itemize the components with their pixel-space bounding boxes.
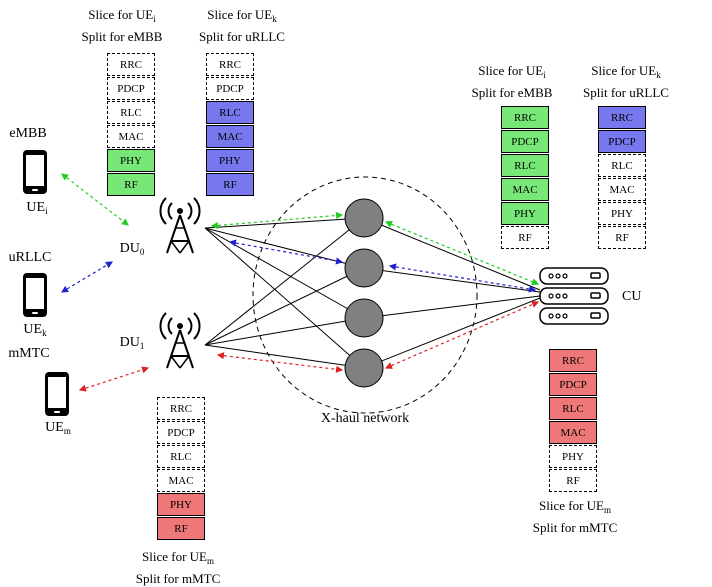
network-node-2	[344, 248, 384, 288]
du-node-links	[204, 217, 365, 369]
layer-rf: RF	[501, 226, 549, 249]
layer-rlc: RLC	[107, 101, 155, 124]
caption-du-urllc: Slice for UEk Split for uRLLC	[199, 7, 285, 44]
layer-mac: MAC	[206, 125, 254, 148]
layer-rf: RF	[598, 226, 646, 249]
caption-du-mmtc: Slice for UEm Split for mMTC	[135, 549, 221, 586]
layer-rrc: RRC	[206, 53, 254, 76]
du0-label: DU0	[119, 241, 145, 257]
ue-m-label: UEm	[45, 420, 71, 436]
caption-cu-mmtc: Slice for UEm Split for mMTC	[532, 498, 618, 535]
layer-rlc: RLC	[206, 101, 254, 124]
antenna-tower-icon	[159, 312, 201, 369]
layer-rf: RF	[549, 469, 597, 492]
layer-rrc: RRC	[549, 349, 597, 372]
layer-pdcp: PDCP	[107, 77, 155, 100]
layer-mac: MAC	[501, 178, 549, 201]
cu-label: CU	[622, 289, 642, 304]
caption-cu-urllc: Slice for UEk Split for uRLLC	[583, 63, 669, 100]
layer-rf: RF	[206, 173, 254, 196]
antenna-tower-icon	[159, 197, 201, 254]
xhaul-network-boundary	[252, 176, 478, 414]
layer-pdcp: PDCP	[206, 77, 254, 100]
caption-du-embb: Slice for UEi Split for eMBB	[81, 7, 163, 44]
layer-rlc: RLC	[157, 445, 205, 468]
caption-cu-embb: Slice for UEi Split for eMBB	[471, 63, 553, 100]
layer-rrc: RRC	[501, 106, 549, 129]
layer-pdcp: PDCP	[157, 421, 205, 444]
slice-path-urllc	[60, 239, 537, 293]
phone-icon	[23, 150, 47, 194]
mmtc-label: mMTC	[8, 346, 50, 361]
ue-k-label: UEk	[23, 322, 47, 338]
phone-icon	[45, 372, 69, 416]
layer-mac: MAC	[107, 125, 155, 148]
network-node-3	[344, 298, 384, 338]
layer-rrc: RRC	[107, 53, 155, 76]
server-icon	[539, 267, 609, 325]
ue-i-label: UEi	[26, 200, 48, 216]
layer-rf: RF	[107, 173, 155, 196]
layer-phy: PHY	[501, 202, 549, 225]
slice-path-mmtc	[78, 301, 540, 392]
du1-label: DU1	[119, 335, 145, 351]
layer-rlc: RLC	[549, 397, 597, 420]
phone-icon	[23, 273, 47, 317]
network-node-1	[344, 198, 384, 238]
layer-phy: PHY	[598, 202, 646, 225]
layer-rrc: RRC	[598, 106, 646, 129]
layer-mac: MAC	[157, 469, 205, 492]
slice-path-embb	[61, 173, 540, 286]
layer-pdcp: PDCP	[501, 130, 549, 153]
layer-phy: PHY	[157, 493, 205, 516]
embb-label: eMBB	[9, 126, 47, 141]
network-node-4	[344, 348, 384, 388]
layer-pdcp: PDCP	[598, 130, 646, 153]
layer-pdcp: PDCP	[549, 373, 597, 396]
xhaul-network-label: X-haul network	[320, 411, 410, 426]
layer-phy: PHY	[107, 149, 155, 172]
layer-rlc: RLC	[501, 154, 549, 177]
layer-phy: PHY	[549, 445, 597, 468]
layer-phy: PHY	[206, 149, 254, 172]
layer-rrc: RRC	[157, 397, 205, 420]
layer-rf: RF	[157, 517, 205, 540]
layer-mac: MAC	[598, 178, 646, 201]
layer-mac: MAC	[549, 421, 597, 444]
layer-rlc: RLC	[598, 154, 646, 177]
urllc-label: uRLLC	[8, 250, 52, 265]
